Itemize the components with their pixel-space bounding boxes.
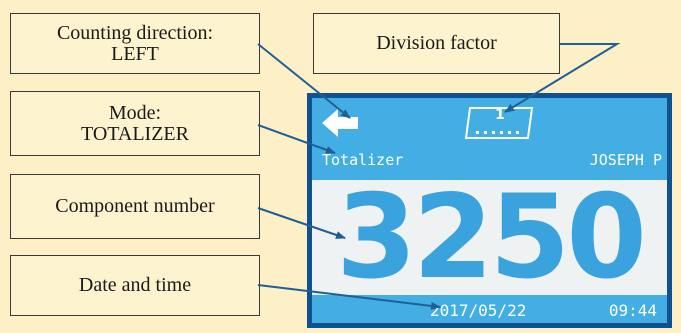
user-name: JOSEPH P [589,151,662,169]
date-time-label: Date and time [78,274,192,296]
mode-callout: Mode: TOTALIZER [10,91,260,156]
leader-mode [257,124,336,154]
date-time-callout: Date and time [10,255,260,316]
mode-indicator: Totalizer [322,151,404,169]
division-factor-value: 1 [495,107,505,123]
mode-label: Mode: [108,101,162,124]
counting-direction-label: Counting direction: [56,21,214,44]
display-date: 2017/05/22 [430,301,527,320]
display-top-line: Totalizer JOSEPH P [322,151,662,169]
division-factor-callout: Division factor [313,13,560,74]
arrow-left-icon [322,109,358,137]
division-factor-label: Division factor [376,32,497,54]
component-number-label: Component number [55,195,215,217]
leader-date [257,284,441,310]
counting-direction-value: LEFT [111,42,159,65]
counting-direction-callout: Counting direction: LEFT [10,13,260,74]
leader-direction [257,43,351,119]
display-time: 09:44 [608,301,657,320]
count-panel: 3250 [312,169,667,305]
counter-display: 1 Totalizer JOSEPH P 3250 2017/05/22 09:… [307,93,672,328]
component-count: 3250 [336,169,647,305]
component-number-callout: Component number [10,174,260,239]
mode-value: TOTALIZER [80,122,189,145]
leader-division [504,43,621,113]
leader-component [257,207,346,239]
